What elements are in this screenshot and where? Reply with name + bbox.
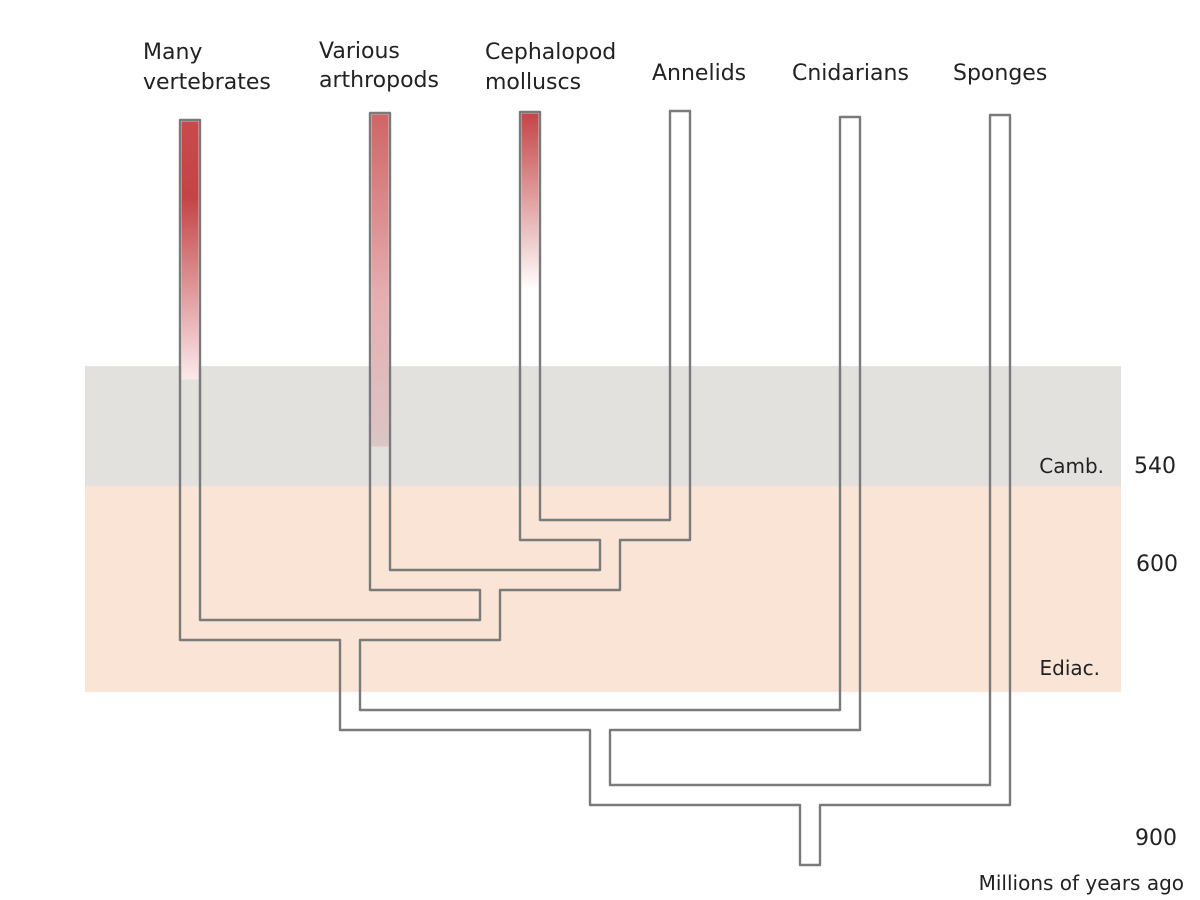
branch-outer-contour (178, 109, 1012, 867)
taxon-label-sponges: Sponges (953, 61, 1047, 86)
taxon-label-arthropods-line1: Various (319, 39, 400, 64)
taxon-label-cnidarians: Cnidarians (792, 61, 909, 86)
taxon-label-cephalopods-line1: Cephalopod (485, 40, 616, 65)
taxon-label-cephalopods-line2: molluscs (485, 70, 581, 95)
taxon-label-arthropods-line2: arthropods (319, 68, 439, 93)
taxon-label-vertebrates-line2: vertebrates (143, 70, 271, 95)
taxon-label-annelids: Annelids (652, 61, 746, 86)
period-label-cambrian: Camb. (1039, 454, 1104, 478)
time-tick-540: 540 (1134, 454, 1176, 479)
time-tick-900: 900 (1135, 826, 1177, 851)
tree-branches (178, 109, 1012, 867)
arthropods-tube-fill (371, 114, 389, 447)
period-label-ediacaran: Ediac. (1040, 656, 1101, 680)
cephalopods-tube-fill (521, 113, 539, 335)
cambrian-band (85, 366, 1121, 486)
vertebrates-tube-fill (181, 121, 199, 380)
axis-unit-label: Millions of years ago (979, 871, 1184, 895)
time-tick-600: 600 (1136, 552, 1178, 577)
taxon-label-vertebrates-line1: Many (143, 40, 202, 65)
